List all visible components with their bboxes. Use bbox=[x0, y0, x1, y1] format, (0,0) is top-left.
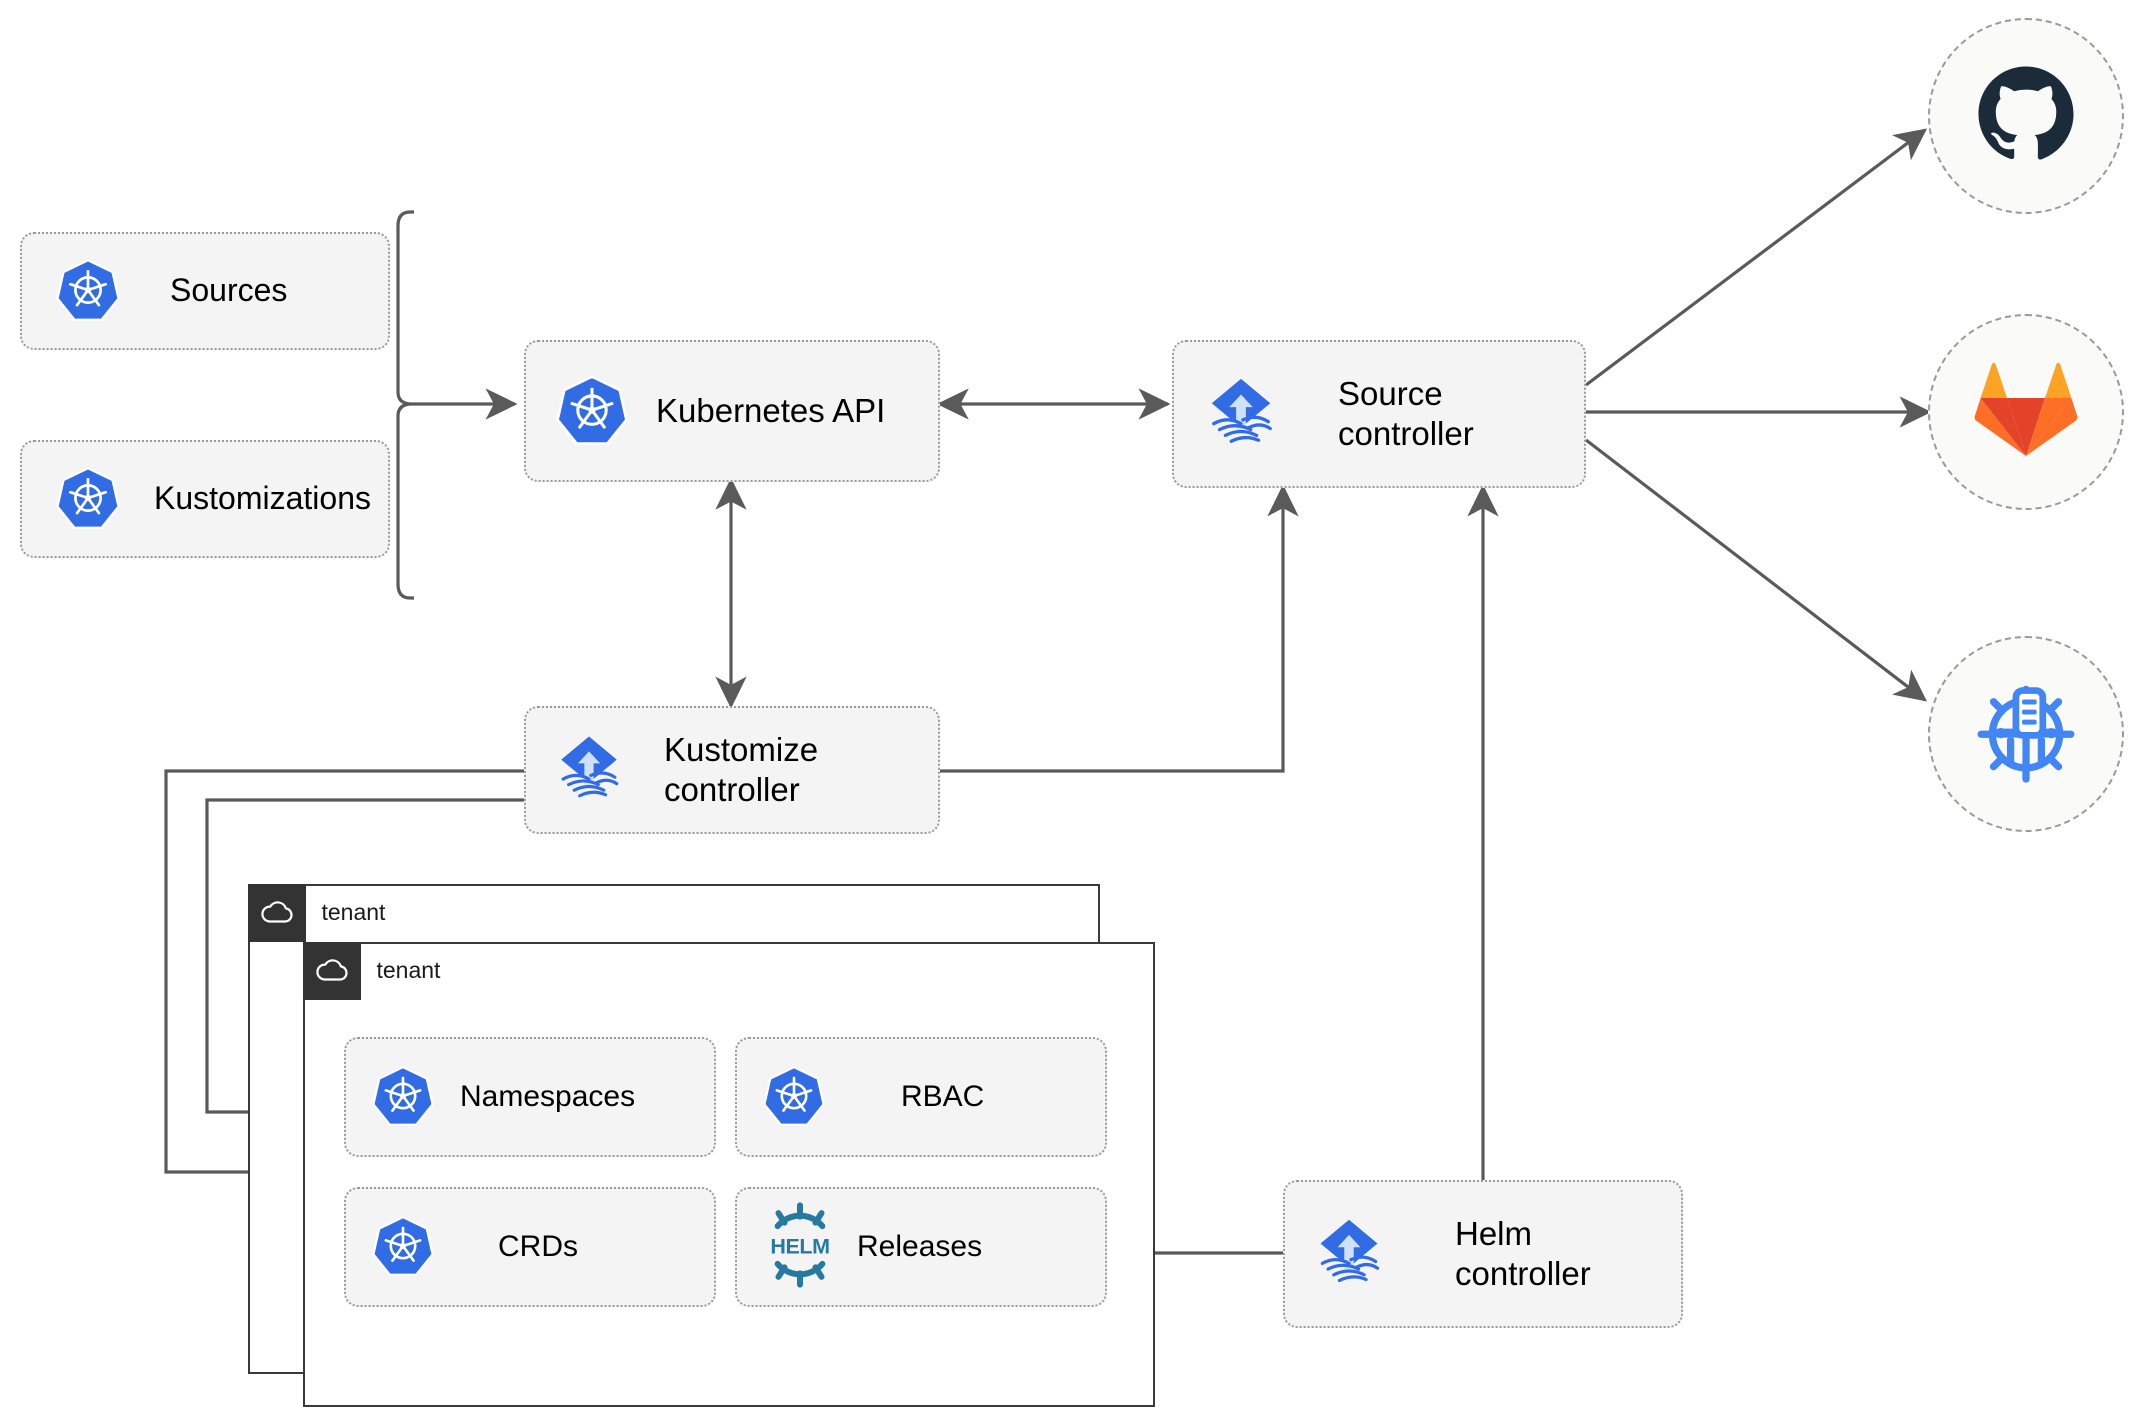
flux-icon bbox=[1202, 373, 1280, 456]
node-label: RBAC bbox=[901, 1079, 985, 1113]
node-label: Source controller bbox=[1338, 374, 1474, 452]
flux-icon bbox=[552, 731, 626, 810]
node-label: Kubernetes API bbox=[656, 391, 886, 429]
github-icon bbox=[1972, 60, 2080, 173]
node-label: Kustomize controller bbox=[664, 730, 819, 808]
cloud-icon bbox=[247, 883, 306, 942]
node-kustomizations[interactable]: Kustomizations bbox=[20, 440, 390, 558]
flux-icon bbox=[1311, 1214, 1387, 1295]
svg-text:HELM: HELM bbox=[770, 1234, 829, 1258]
helm-registry-icon bbox=[1970, 676, 2082, 793]
tenant-front[interactable]: tenant bbox=[302, 941, 1155, 1407]
tenant-tab: tenant bbox=[247, 883, 386, 942]
node-label: CRDs bbox=[498, 1229, 578, 1263]
tenant-label: tenant bbox=[321, 899, 386, 925]
node-label: Releases bbox=[857, 1229, 983, 1263]
wire-source-helmrepo bbox=[1585, 438, 1928, 702]
provider-helm-repository[interactable] bbox=[1928, 636, 2124, 832]
node-helm-controller[interactable]: Helm controller bbox=[1283, 1180, 1683, 1328]
wire-kustomize-source bbox=[940, 484, 1299, 773]
node-namespaces[interactable]: Namespaces bbox=[344, 1037, 716, 1157]
node-source-controller[interactable]: Source controller bbox=[1172, 340, 1586, 488]
node-releases[interactable]: HELM Releases bbox=[735, 1187, 1107, 1307]
node-rbac[interactable]: RBAC bbox=[735, 1037, 1107, 1157]
provider-github[interactable] bbox=[1928, 18, 2124, 214]
kubernetes-icon bbox=[372, 1064, 434, 1131]
helm-icon: HELM bbox=[757, 1201, 843, 1293]
node-kubernetes-api[interactable]: Kubernetes API bbox=[524, 340, 940, 482]
node-sources[interactable]: Sources bbox=[20, 232, 390, 350]
kubernetes-icon bbox=[56, 257, 120, 326]
node-crds[interactable]: CRDs bbox=[344, 1187, 716, 1307]
node-label: Namespaces bbox=[460, 1079, 636, 1113]
cloud-icon bbox=[302, 941, 361, 1000]
node-label: Sources bbox=[170, 272, 288, 309]
node-kustomize-controller[interactable]: Kustomize controller bbox=[524, 706, 940, 834]
tenant-label: tenant bbox=[376, 957, 441, 983]
kubernetes-icon bbox=[556, 373, 628, 450]
node-label: Helm controller bbox=[1455, 1214, 1591, 1292]
kubernetes-icon bbox=[372, 1214, 434, 1281]
kubernetes-icon bbox=[56, 465, 120, 534]
provider-gitlab[interactable] bbox=[1928, 314, 2124, 510]
wire-inputs-bracket bbox=[396, 210, 414, 600]
kubernetes-icon bbox=[763, 1064, 825, 1131]
tenant-tab: tenant bbox=[302, 941, 441, 1000]
node-label: Kustomizations bbox=[154, 480, 371, 517]
wire-source-github bbox=[1585, 128, 1928, 387]
gitlab-icon bbox=[1974, 360, 2078, 465]
